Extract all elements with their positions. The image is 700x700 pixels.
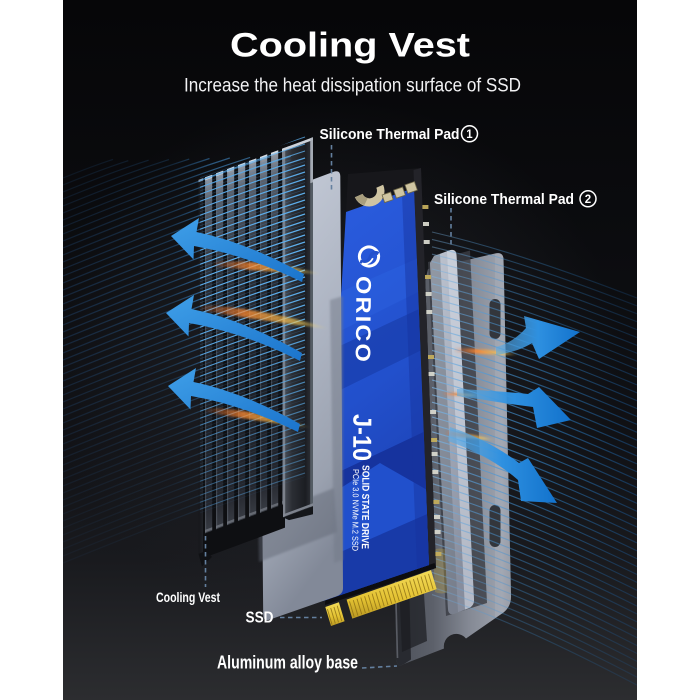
svg-text:Cooling Vest: Cooling Vest: [230, 27, 471, 65]
svg-text:SSD: SSD: [246, 610, 274, 627]
svg-text:J-10: J-10: [347, 414, 377, 461]
svg-text:ORICO: ORICO: [351, 276, 375, 364]
svg-text:Cooling Vest: Cooling Vest: [156, 590, 220, 605]
svg-text:Silicone Thermal Pad: Silicone Thermal Pad: [434, 191, 574, 208]
svg-text:PCIe 3.0 NVMe M.2 SSD: PCIe 3.0 NVMe M.2 SSD: [350, 469, 361, 551]
svg-text:1: 1: [466, 129, 473, 141]
svg-text:Aluminum alloy base: Aluminum alloy base: [217, 652, 358, 673]
svg-text:2: 2: [585, 194, 591, 206]
svg-text:Increase the heat dissipation: Increase the heat dissipation surface of…: [184, 76, 521, 97]
svg-text:SOLID STATE DRIVE: SOLID STATE DRIVE: [359, 465, 371, 549]
svg-text:Silicone Thermal Pad: Silicone Thermal Pad: [320, 126, 460, 143]
